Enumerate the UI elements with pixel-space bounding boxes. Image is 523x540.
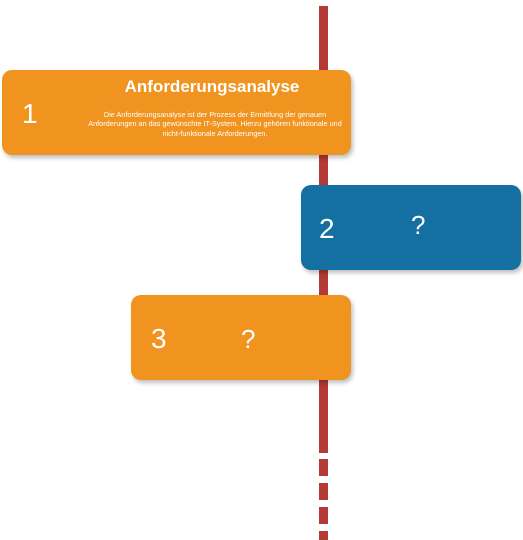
step-title: Anforderungsanalyse: [124, 77, 300, 96]
timeline-dash: [319, 459, 328, 476]
step-title-placeholder: ?: [411, 210, 426, 240]
step-number: 1: [22, 98, 38, 129]
step-card-2: 2 ?: [301, 185, 521, 270]
timeline-dash: [319, 531, 328, 540]
step-title-placeholder: ?: [241, 324, 256, 354]
step-card-1: 1 Anforderungsanalyse Die Anforderungsan…: [2, 70, 351, 155]
step-number: 3: [151, 323, 167, 354]
step-description: Die Anforderungsanalyse ist der Prozess …: [88, 110, 342, 138]
step-number: 2: [319, 213, 335, 244]
step-card-3: 3 ?: [131, 295, 351, 380]
timeline-dash: [319, 507, 328, 524]
timeline-dash: [319, 483, 328, 500]
